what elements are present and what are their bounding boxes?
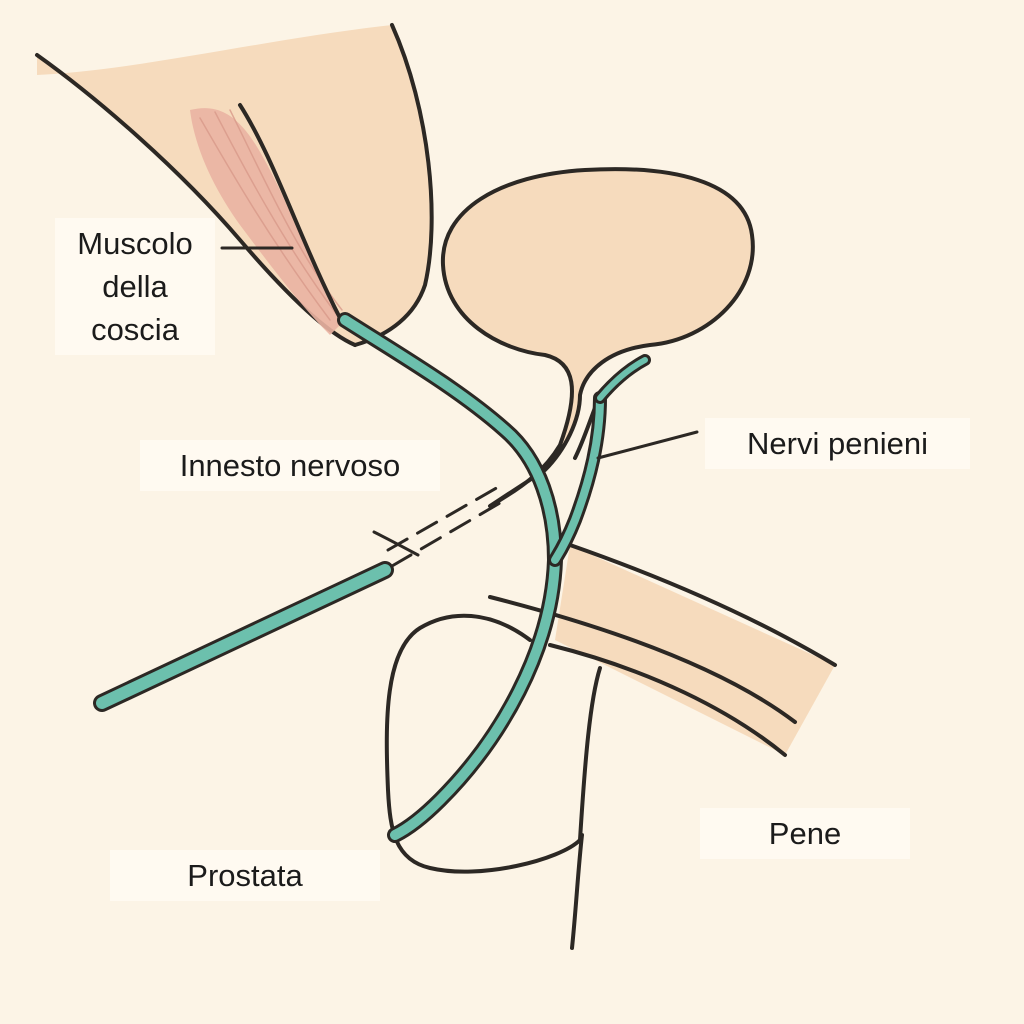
prostate-lower-extension [570, 833, 584, 950]
label-prostate-text: Prostata [187, 858, 303, 893]
label-thigh-muscle-line-1: Muscolo [77, 226, 193, 261]
penis-shaft [555, 545, 835, 755]
thigh-inner-edge [353, 23, 434, 347]
penis-upper-edge [568, 543, 837, 667]
penis-inner-line [488, 595, 797, 724]
muscle-edge [238, 103, 342, 320]
nerve-graft [93, 484, 507, 712]
label-thigh-muscle-line-2: della [102, 269, 168, 304]
label-penile-nerves: Nervi penieni [705, 418, 970, 469]
label-penis-text: Pene [768, 816, 842, 851]
bladder [440, 167, 755, 508]
label-thigh-muscle: Muscolo della coscia [55, 218, 215, 355]
prostate [384, 613, 602, 874]
label-nerve-graft: Innesto nervoso [140, 440, 440, 491]
thigh-muscle [190, 108, 345, 335]
penile-nerve-bundle [337, 312, 651, 843]
penis-lower-edge [548, 643, 787, 757]
label-thigh-muscle-line-3: coscia [91, 312, 179, 347]
penile-nerves-leader [596, 430, 699, 460]
label-penile-nerves-text: Nervi penieni [747, 426, 928, 461]
label-nerve-graft-text: Innesto nervoso [179, 448, 401, 483]
label-penis: Pene [700, 808, 910, 859]
label-prostate: Prostata [110, 850, 380, 901]
